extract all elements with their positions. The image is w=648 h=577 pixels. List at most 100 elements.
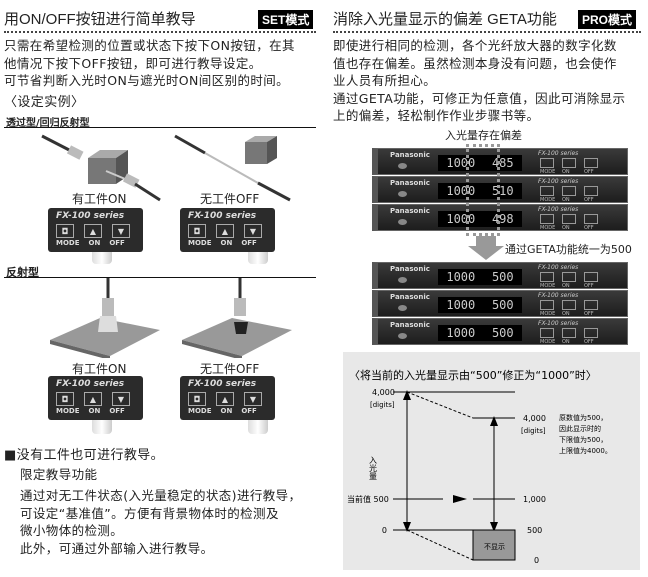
indicator-led — [398, 277, 407, 283]
mode-button[interactable]: ◘ — [188, 392, 206, 406]
unit-button[interactable] — [562, 272, 576, 282]
button-label: OFF — [109, 407, 125, 415]
off-button[interactable]: ▼ — [244, 392, 262, 406]
hidden-label: 不显示 — [484, 543, 505, 551]
button-label: OFF — [584, 225, 594, 231]
geta-diagram-chart: 〈将当前的入光量显示由“500”修正为“1000”时〉 不显示 4,000 [d… — [347, 368, 612, 565]
button-label: ON — [220, 407, 233, 415]
right-unit-label: [digits] — [521, 427, 546, 435]
unit-button[interactable] — [540, 272, 554, 282]
button-label: OFF — [584, 283, 594, 289]
unit-button[interactable] — [562, 328, 576, 338]
button-label: MODE — [188, 239, 212, 247]
unit-button[interactable] — [562, 158, 576, 168]
button-label: ON — [88, 239, 101, 247]
section-label: 透过型/回归反射型 — [6, 118, 90, 129]
unit-button[interactable] — [562, 186, 576, 196]
feature-subheading: 限定教导功能 — [20, 467, 98, 482]
series-label: FX-100 series — [56, 211, 125, 221]
note-line: 下限值为500， — [559, 435, 607, 444]
off-button[interactable]: ▼ — [244, 224, 262, 238]
on-button[interactable]: ▲ — [216, 224, 234, 238]
button-label: ON — [562, 283, 570, 289]
threshold-value: 1000 — [446, 326, 476, 340]
unit-button[interactable] — [562, 300, 576, 310]
series-label: FX-100 series — [188, 211, 257, 221]
digital-display: 1000 500 — [438, 269, 522, 285]
unify-label: 通过GETA功能统一为500 — [505, 243, 632, 256]
amplifier-panel: FX-100 series ◘ ▲ ▼ MODE ON OFF — [180, 208, 275, 252]
button-label: MODE — [56, 239, 80, 247]
off-button[interactable]: ▼ — [112, 392, 130, 406]
button-label: OFF — [584, 339, 594, 345]
caption: 有工件ON — [72, 362, 127, 376]
button-label: OFF — [109, 239, 125, 247]
mode-button[interactable]: ◘ — [56, 224, 74, 238]
axis-label: 入光量 — [369, 456, 378, 480]
button-label: MODE — [188, 407, 212, 415]
mode-button[interactable]: ◘ — [188, 224, 206, 238]
series-label: FX-100 series — [538, 292, 579, 299]
text-line: 微小物体的检测。 — [20, 523, 124, 538]
divider — [4, 31, 316, 33]
button-label: MODE — [56, 407, 80, 415]
unit-button[interactable] — [540, 186, 554, 196]
button-label: ON — [562, 225, 570, 231]
on-button[interactable]: ▲ — [216, 392, 234, 406]
left-title: 用ON/OFF按钮进行简单教导 — [4, 11, 196, 28]
unit-button[interactable] — [540, 158, 554, 168]
note-line: 上限值为4000。 — [559, 446, 612, 455]
unit-button[interactable] — [540, 214, 554, 224]
button-label: ON — [562, 197, 570, 203]
mode-button[interactable]: ◘ — [56, 392, 74, 406]
threshold-value: 1000 — [446, 270, 476, 284]
button-label: OFF — [241, 239, 257, 247]
on-button[interactable]: ▲ — [84, 224, 102, 238]
unit-button[interactable] — [584, 186, 598, 196]
deviation-label: 入光量存在偏差 — [445, 129, 522, 142]
unit-button[interactable] — [584, 300, 598, 310]
unit-button[interactable] — [584, 158, 598, 168]
pro-mode-badge: PRO模式 — [578, 10, 637, 29]
reflective-illustration — [50, 278, 292, 358]
left-body: 只需在希望检测的位置或状态下按下ON按钮，在其 他情况下按下OFF按钮，即可进行… — [4, 37, 295, 90]
right-500-label: 500 — [527, 526, 542, 535]
button-label: ON — [88, 407, 101, 415]
hidden-region — [472, 529, 516, 561]
text-line: 业人员有所担心。 — [333, 73, 437, 88]
caption: 无工件OFF — [200, 192, 260, 206]
unit-button[interactable] — [562, 214, 576, 224]
brand-label: Panasonic — [390, 207, 430, 215]
button-label: MODE — [540, 283, 556, 289]
unit-button[interactable] — [584, 214, 598, 224]
text-line: 只需在希望检测的位置或状态下按下ON按钮，在其 — [4, 38, 295, 53]
button-label: OFF — [584, 311, 594, 317]
diagram-title: 〈将当前的入光量显示由“500”修正为“1000”时〉 — [349, 368, 597, 382]
unit-button[interactable] — [584, 272, 598, 282]
text-line: 值也存在偏差。虽然检测本身没有问题，也会使作 — [333, 55, 617, 71]
section-label: 反射型 — [6, 266, 39, 279]
deviation-highlight — [466, 144, 500, 236]
unit-button[interactable] — [540, 300, 554, 310]
light-intensity-value: 500 — [491, 270, 514, 284]
on-button[interactable]: ▲ — [84, 392, 102, 406]
geta-diagram: 〈将当前的入光量显示由“500”修正为“1000”时〉 不显示 4,000 [d… — [343, 352, 640, 570]
feature-body: 通过对无工件状态(入光量稳定的状态)进行教导， 可设定“基准值”。方便有背景物体… — [20, 487, 301, 557]
unit-button[interactable] — [584, 328, 598, 338]
brand-label: Panasonic — [390, 321, 430, 329]
button-label: ON — [220, 239, 233, 247]
divider — [4, 127, 316, 128]
right-max-label: 4,000 — [523, 414, 546, 423]
right-arrow-icon — [453, 495, 467, 503]
text-line: 通过GETA功能，可修正为任意值，因此可消除显示 — [333, 90, 626, 106]
unit-button[interactable] — [540, 328, 554, 338]
light-intensity-value: 500 — [491, 326, 514, 340]
series-label: FX-100 series — [538, 206, 579, 213]
off-button[interactable]: ▼ — [112, 224, 130, 238]
